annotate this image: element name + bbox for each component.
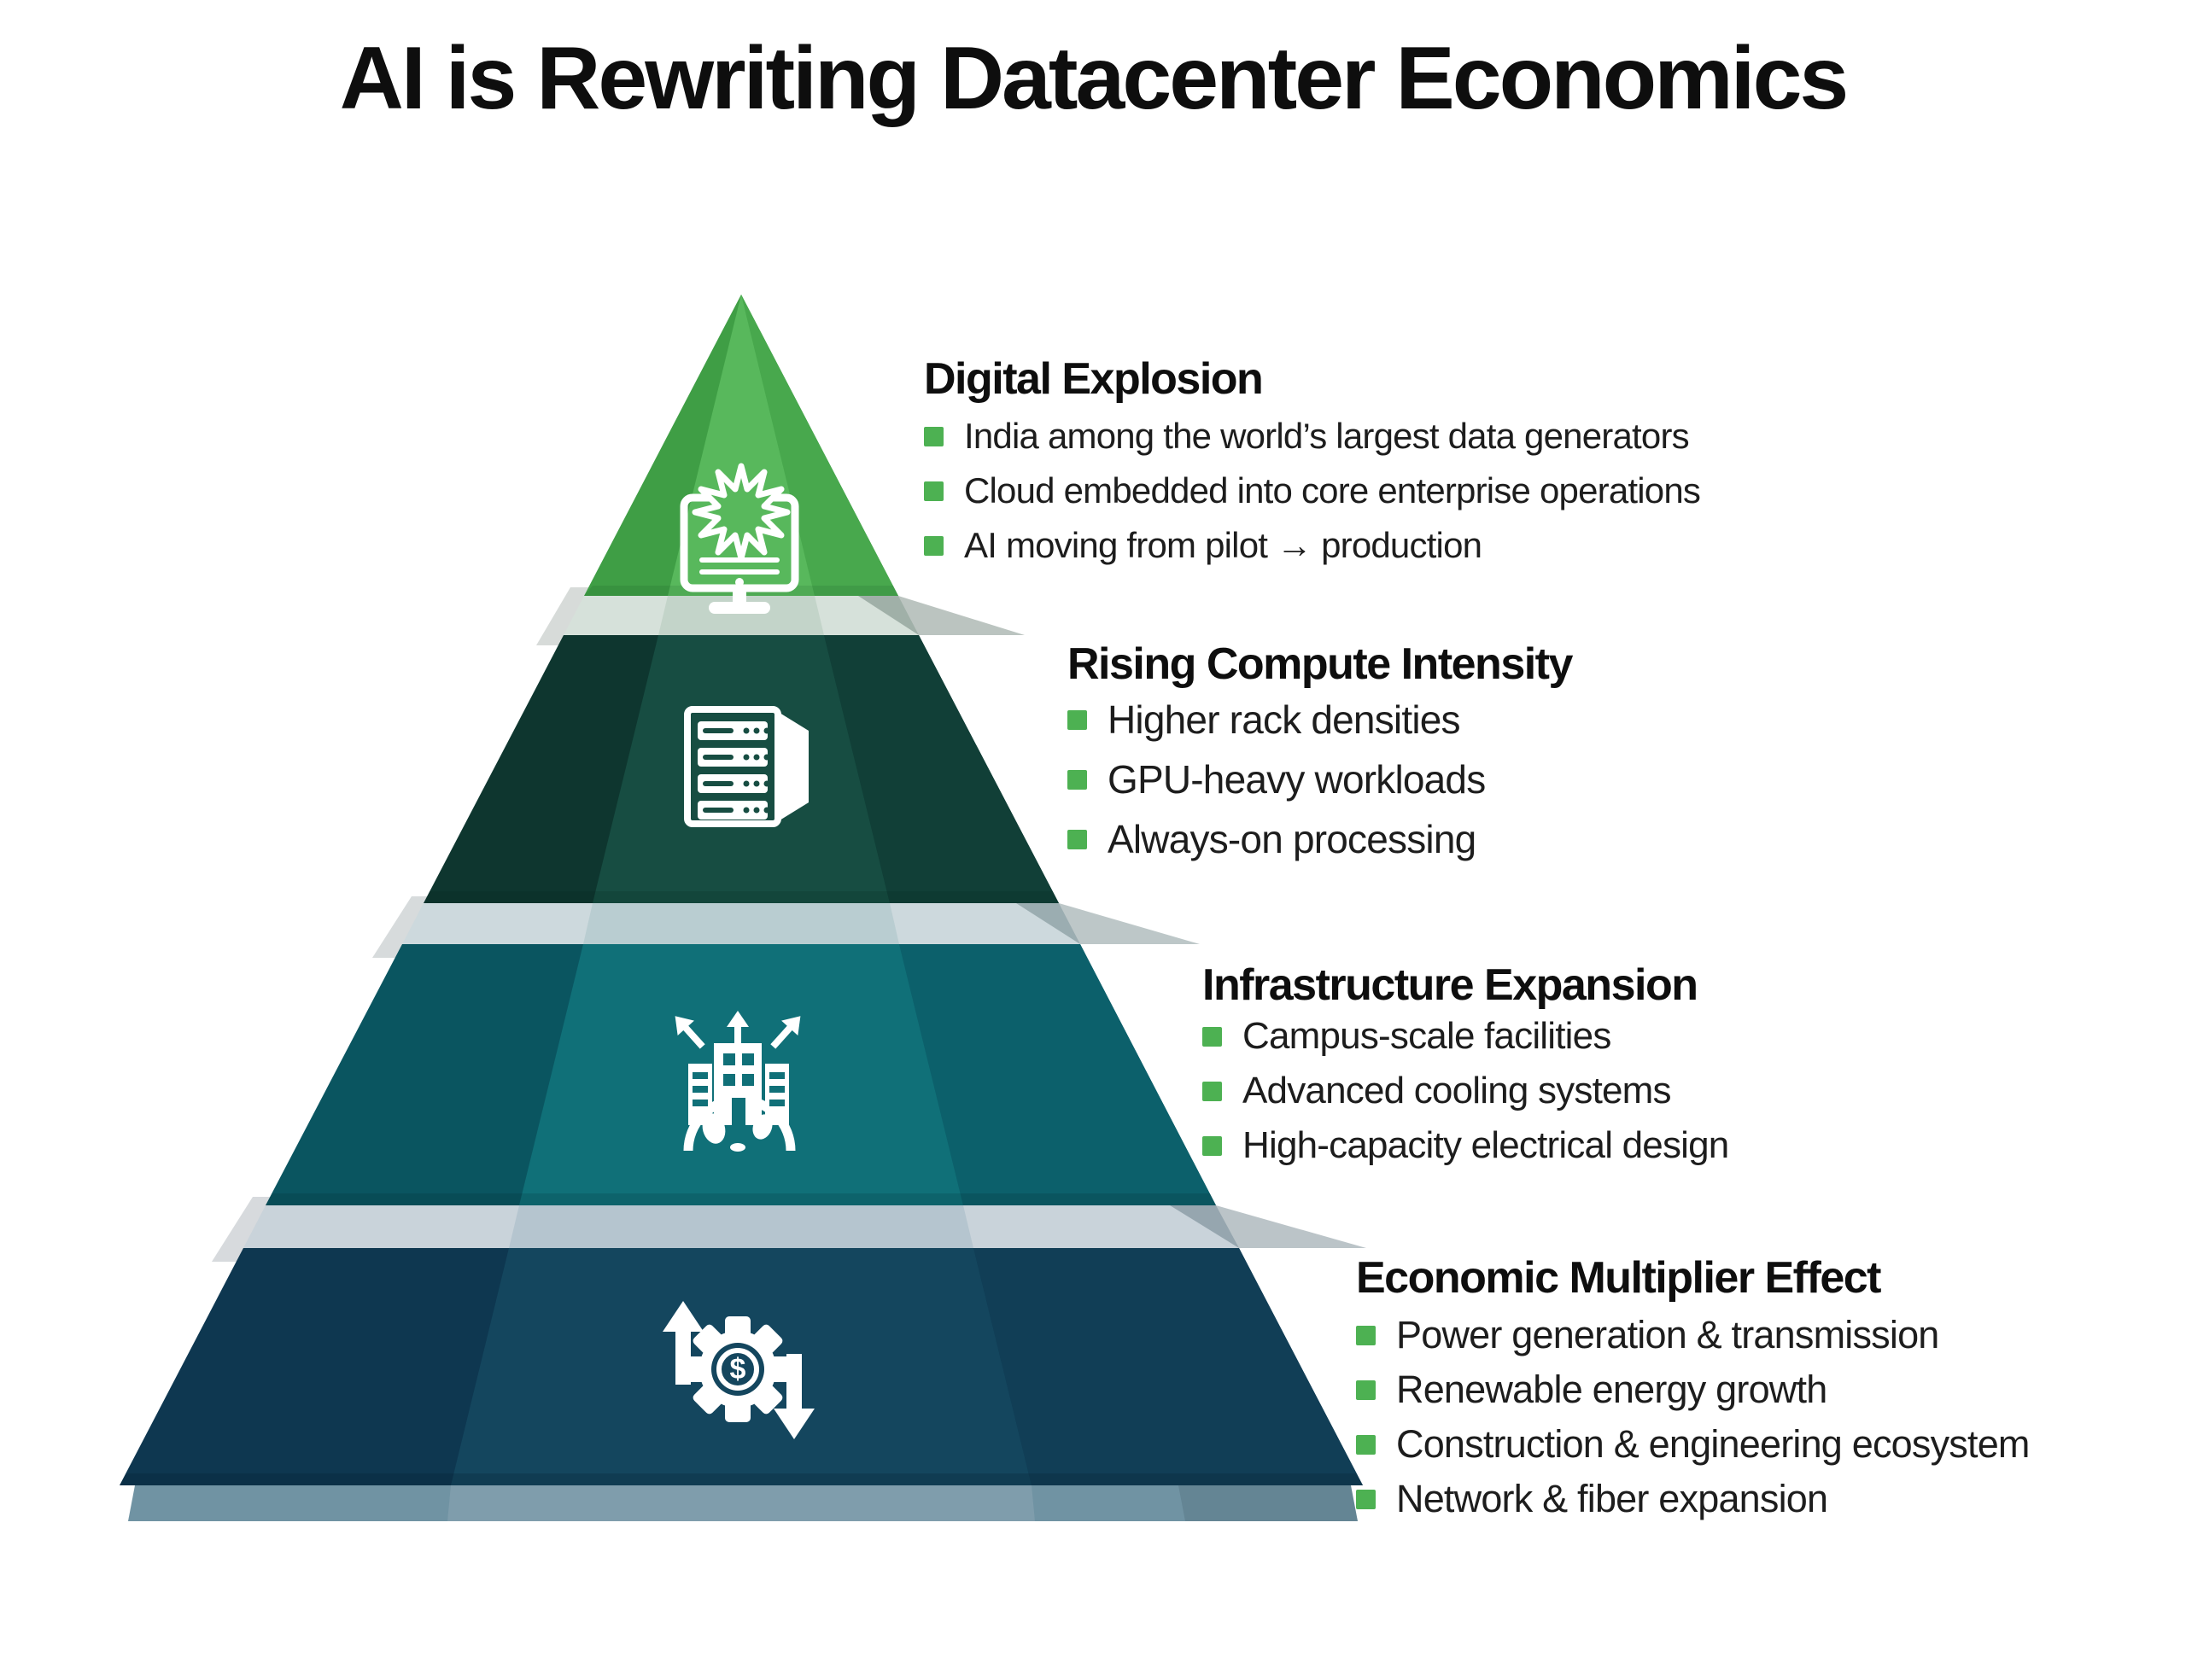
bullet-list: Higher rack densities GPU-heavy workload… (1067, 690, 1572, 869)
list-item: High-capacity electrical design (1202, 1118, 1729, 1173)
list-item: Cloud embedded into core enterprise oper… (924, 464, 1701, 518)
bullet-marker (1356, 1434, 1376, 1455)
bullet-marker (1202, 1135, 1222, 1156)
page-title: AI is Rewriting Datacenter Economics (339, 29, 1850, 128)
tier-heading: Infrastructure Expansion (1202, 960, 1698, 1010)
bullet-marker (1067, 829, 1087, 849)
list-item: Renewable energy growth (1356, 1362, 2030, 1417)
bullet-marker (1067, 709, 1087, 730)
dollar-glyph: $ (730, 1353, 746, 1385)
gear-dollar-arrows-icon: $ (663, 1301, 815, 1439)
list-item: AI moving from pilot → production (924, 518, 1700, 573)
bullet-marker (924, 535, 944, 556)
server-rack-icon (684, 706, 809, 827)
list-item: Power generation & transmission (1356, 1308, 2030, 1362)
list-item: India among the world’s largest data gen… (924, 409, 1700, 464)
bullet-marker (1356, 1489, 1376, 1509)
monitor-burst-icon (680, 463, 799, 614)
list-item: Construction & engineering ecosystem (1356, 1417, 2030, 1472)
tier-1-shape (584, 295, 898, 596)
tier-heading: Digital Explosion (924, 354, 1264, 404)
tier-heading: Rising Compute Intensity (1067, 639, 1573, 689)
bullet-list: Campus-scale facilities Advanced cooling… (1202, 1009, 1729, 1173)
list-item: Advanced cooling systems (1202, 1064, 1728, 1118)
bullet-list: Power generation & transmission Renewabl… (1356, 1308, 2030, 1526)
list-item: Higher rack densities (1067, 690, 1572, 750)
tier-section-digital-explosion: Digital Explosion India among the world’… (924, 354, 1701, 573)
list-item: Campus-scale facilities (1202, 1009, 1728, 1064)
list-item: Always-on processing (1067, 809, 1572, 869)
bullet-list: India among the world’s largest data gen… (924, 409, 1701, 573)
bullet-marker (924, 426, 944, 446)
list-item: Network & fiber expansion (1356, 1472, 2030, 1526)
tier-section-infrastructure-expansion: Infrastructure Expansion Campus-scale fa… (1202, 960, 1729, 1173)
base-platform (128, 1485, 1358, 1521)
bullet-marker (1067, 769, 1087, 790)
list-item: GPU-heavy workloads (1067, 750, 1572, 809)
bullet-marker (1202, 1026, 1222, 1047)
bullet-marker (924, 481, 944, 501)
tier-gap-bands (243, 596, 1366, 1248)
tier-section-rising-compute-intensity: Rising Compute Intensity Higher rack den… (1067, 639, 1573, 869)
bullet-marker (1356, 1380, 1376, 1400)
tier-section-economic-multiplier-effect: Economic Multiplier Effect Power generat… (1356, 1256, 2030, 1526)
bullet-marker (1202, 1081, 1222, 1101)
bullet-marker (1356, 1325, 1376, 1345)
city-globe-expansion-icon (675, 1011, 801, 1152)
tier-heading: Economic Multiplier Effect (1356, 1253, 1881, 1303)
tier-2-shape (424, 635, 1059, 903)
